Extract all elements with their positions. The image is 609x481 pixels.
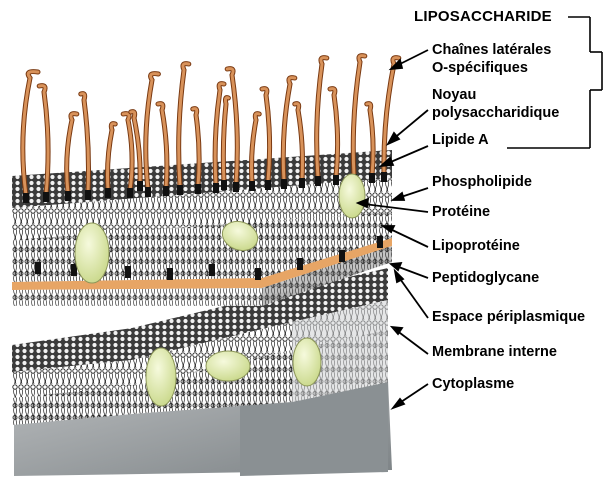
lipid-a-anchor: [23, 193, 29, 203]
lipid-a-anchor: [127, 188, 133, 198]
protein-outer-1: [75, 223, 109, 283]
label-peptidoglycan: Peptidoglycane: [432, 270, 539, 287]
protein-inner-3: [293, 338, 321, 386]
label-o-chains-line1: Chaînes latérales: [432, 42, 551, 59]
lipid-a-anchor: [65, 191, 71, 201]
lipoprotein-anchor: [297, 258, 303, 270]
lipid-a-anchor: [221, 180, 227, 190]
lipid-a-anchor: [137, 181, 143, 191]
lipoprotein-anchor: [339, 250, 345, 262]
lipid-a-anchor: [163, 186, 169, 196]
lipoprotein-anchor: [167, 268, 173, 280]
lipoprotein-anchor: [35, 262, 41, 274]
label-inner-membrane: Membrane interne: [432, 344, 557, 361]
lipid-a-anchor: [369, 173, 375, 183]
label-core-line1: Noyau: [432, 87, 476, 104]
label-o-chains-line2: O-spécifiques: [432, 60, 528, 77]
lipid-a-anchor: [145, 187, 151, 197]
protein-inner-1: [146, 348, 176, 406]
label-lipoprotein: Lipoprotéine: [432, 238, 520, 255]
label-periplasm: Espace périplasmique: [432, 309, 585, 326]
lipid-a-anchor: [281, 179, 287, 189]
lipid-a-anchor: [213, 183, 219, 193]
lipoprotein-anchor: [255, 268, 261, 280]
lipoprotein-anchor: [125, 266, 131, 278]
lipid-a-anchor: [333, 175, 339, 185]
protein-inner-2: [206, 351, 250, 381]
liposaccharide-title: LIPOSACCHARIDE: [414, 8, 552, 25]
lipid-a-anchor: [381, 172, 387, 182]
liposaccharide-bracket: [507, 17, 602, 148]
label-cytoplasm: Cytoplasme: [432, 376, 514, 393]
lipid-a-anchor: [299, 178, 305, 188]
lipid-a-anchor: [43, 192, 49, 202]
label-phospholipid: Phospholipide: [432, 174, 532, 191]
lipid-a-anchor: [315, 176, 321, 186]
lipid-a-anchor: [265, 180, 271, 190]
lipid-a-anchor: [177, 185, 183, 195]
lipid-a-anchor: [195, 184, 201, 194]
lipoprotein-anchor: [209, 264, 215, 276]
label-core-line2: polysaccharidique: [432, 105, 559, 122]
lipid-a-anchor: [85, 190, 91, 200]
protein-outer-3: [339, 174, 365, 218]
lipid-a-anchor: [249, 181, 255, 191]
lipoprotein-anchor: [377, 236, 383, 248]
label-protein: Protéine: [432, 204, 490, 221]
lipid-a-anchor: [233, 182, 239, 192]
lipid-a-anchor: [105, 188, 111, 198]
label-lipid-a: Lipide A: [432, 132, 489, 149]
